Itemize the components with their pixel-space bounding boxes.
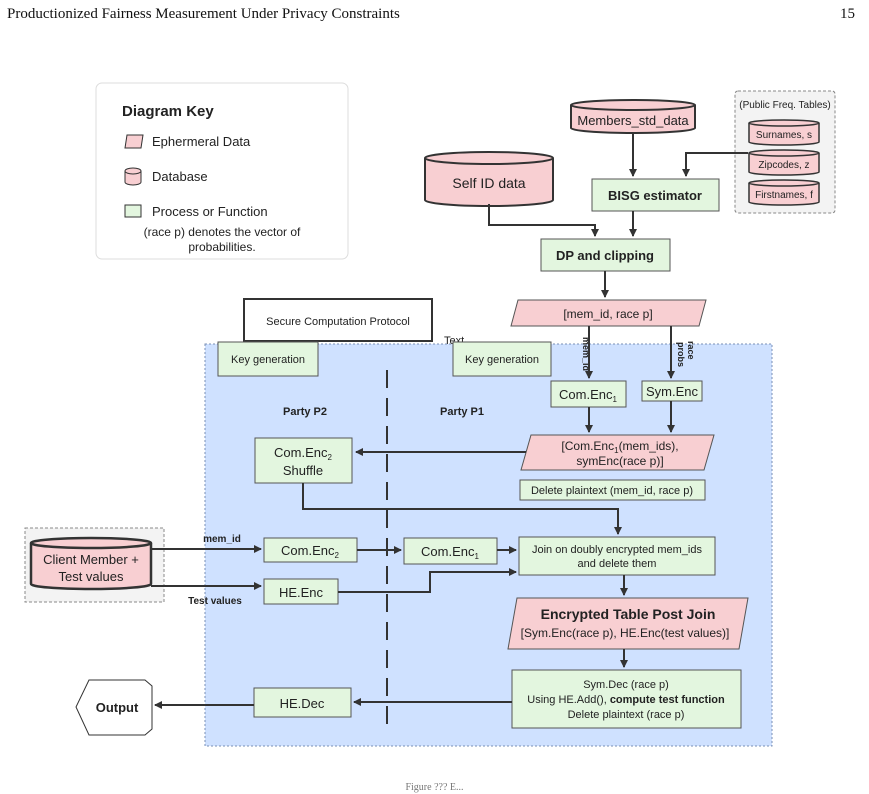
key-ephemeral-label: Ephermeral Data: [152, 134, 251, 149]
bisg-estimator-label: BISG estimator: [608, 188, 702, 203]
mem-race-label: [mem_id, race p]: [563, 307, 652, 321]
database-swatch: [124, 167, 142, 186]
output-node: [75, 679, 153, 736]
join-line2: and delete them: [578, 558, 657, 570]
key-database-label: Database: [152, 169, 208, 184]
encrypted-table-title: Encrypted Table Post Join: [541, 606, 716, 622]
output-label: Output: [96, 700, 139, 715]
members-std-data-db: Members_std_data: [570, 99, 696, 134]
edge-heenc-to-join: [338, 568, 517, 593]
he-dec-label: HE.Dec: [280, 696, 325, 711]
symdec-line2: Using HE.Add(), compute test function: [527, 694, 725, 706]
enc-list-line1: [Com.Enc1(mem_ids),: [561, 439, 678, 455]
encrypted-table-data: [507, 597, 749, 650]
edge-shuffle-to-join: [302, 483, 622, 535]
connectors: [151, 134, 748, 709]
he-dec-box: [253, 687, 352, 718]
dp-clipping-label: DP and clipping: [556, 248, 654, 263]
com-enc2-shuffle-box: [254, 437, 353, 484]
self-id-data-db: Self ID data: [424, 151, 554, 207]
client-member-group: Client Member + Test values: [24, 527, 165, 603]
secure-protocol-label: Secure Computation Protocol: [266, 316, 410, 328]
key-note-line2: probabilities.: [188, 240, 255, 254]
secure-protocol-box: [243, 298, 433, 342]
party-p1-label: Party P1: [440, 406, 484, 418]
edge-selfid-to-dp: [488, 204, 599, 237]
com-enc1b-box: [403, 537, 498, 565]
key-gen-p2-box: [217, 341, 319, 377]
com-enc1-label: Com.Enc1: [559, 387, 617, 404]
firstnames-label: Firstnames, f: [755, 190, 813, 201]
symdec-line3: Delete plaintext (race p): [568, 709, 685, 721]
bisg-estimator-box: [591, 178, 720, 212]
key-process-label: Process or Function: [152, 204, 268, 219]
edge-public-to-bisg: [682, 152, 748, 177]
edge-client-mem-id-label: mem_id: [203, 534, 241, 545]
delete-plaintext-label: Delete plaintext (mem_id, race p): [531, 485, 693, 497]
edge-test-values-label: Test values: [188, 596, 242, 607]
edge-probs-label: probs: [676, 342, 686, 367]
page-number: 15: [840, 6, 855, 22]
key-gen-p1-box: [452, 341, 552, 377]
key-title: Diagram Key: [122, 103, 214, 120]
key-note-line1: (race p) denotes the vector of: [144, 225, 301, 239]
client-line1: Client Member +: [43, 552, 139, 567]
figure-caption: Figure ??? E...: [405, 782, 464, 793]
dp-clipping-box: [540, 238, 671, 272]
enc-list-line2: symEnc(race p)]: [576, 454, 663, 468]
com-enc2-shuffle-line1: Com.Enc2: [274, 445, 332, 462]
diagram-key: Diagram Key Ephermeral Data Database Pro…: [95, 82, 349, 260]
mem-race-data: [510, 299, 707, 327]
party-p2-label: Party P2: [283, 406, 327, 418]
key-gen-p1-label: Key generation: [465, 354, 539, 366]
join-line1: Join on doubly encrypted mem_ids: [532, 544, 702, 556]
com-enc1b-label: Com.Enc1: [421, 544, 479, 561]
surnames-label: Surnames, s: [756, 130, 812, 141]
running-header-title: Productionized Fairness Measurement Unde…: [7, 6, 400, 22]
com-enc2-label: Com.Enc2: [281, 543, 339, 560]
enc-list-data: [520, 434, 715, 471]
join-box: [518, 536, 716, 576]
encrypted-table-body: [Sym.Enc(race p), HE.Enc(test values)]: [521, 626, 730, 640]
sym-enc-label: Sym.Enc: [646, 384, 699, 399]
members-std-data-label: Members_std_data: [577, 113, 689, 128]
edge-mem-id-label: mem_id: [581, 337, 591, 371]
com-enc1-box: [550, 380, 627, 408]
com-enc2-shuffle-line2: Shuffle: [283, 463, 323, 478]
surnames-db: Surnames, s: [748, 119, 820, 146]
public-tables-title: (Public Freq. Tables): [739, 100, 831, 111]
symdec-box: [511, 669, 742, 729]
zipcodes-label: Zipcodes, z: [758, 160, 809, 171]
firstnames-db: Firstnames, f: [748, 179, 820, 206]
he-enc-label: HE.Enc: [279, 585, 324, 600]
symdec-line1: Sym.Dec (race p): [583, 679, 669, 691]
zipcodes-db: Zipcodes, z: [748, 149, 820, 176]
client-line2: Test values: [58, 569, 124, 584]
process-swatch: [124, 204, 142, 218]
public-freq-tables-group: (Public Freq. Tables) Surnames, s Zipcod…: [734, 90, 836, 214]
ephemeral-swatch: [124, 134, 144, 149]
delete-plaintext-box: [519, 479, 706, 501]
key-gen-p2-label: Key generation: [231, 354, 305, 366]
edge-race-label: race: [686, 341, 696, 360]
self-id-data-label: Self ID data: [452, 175, 525, 191]
